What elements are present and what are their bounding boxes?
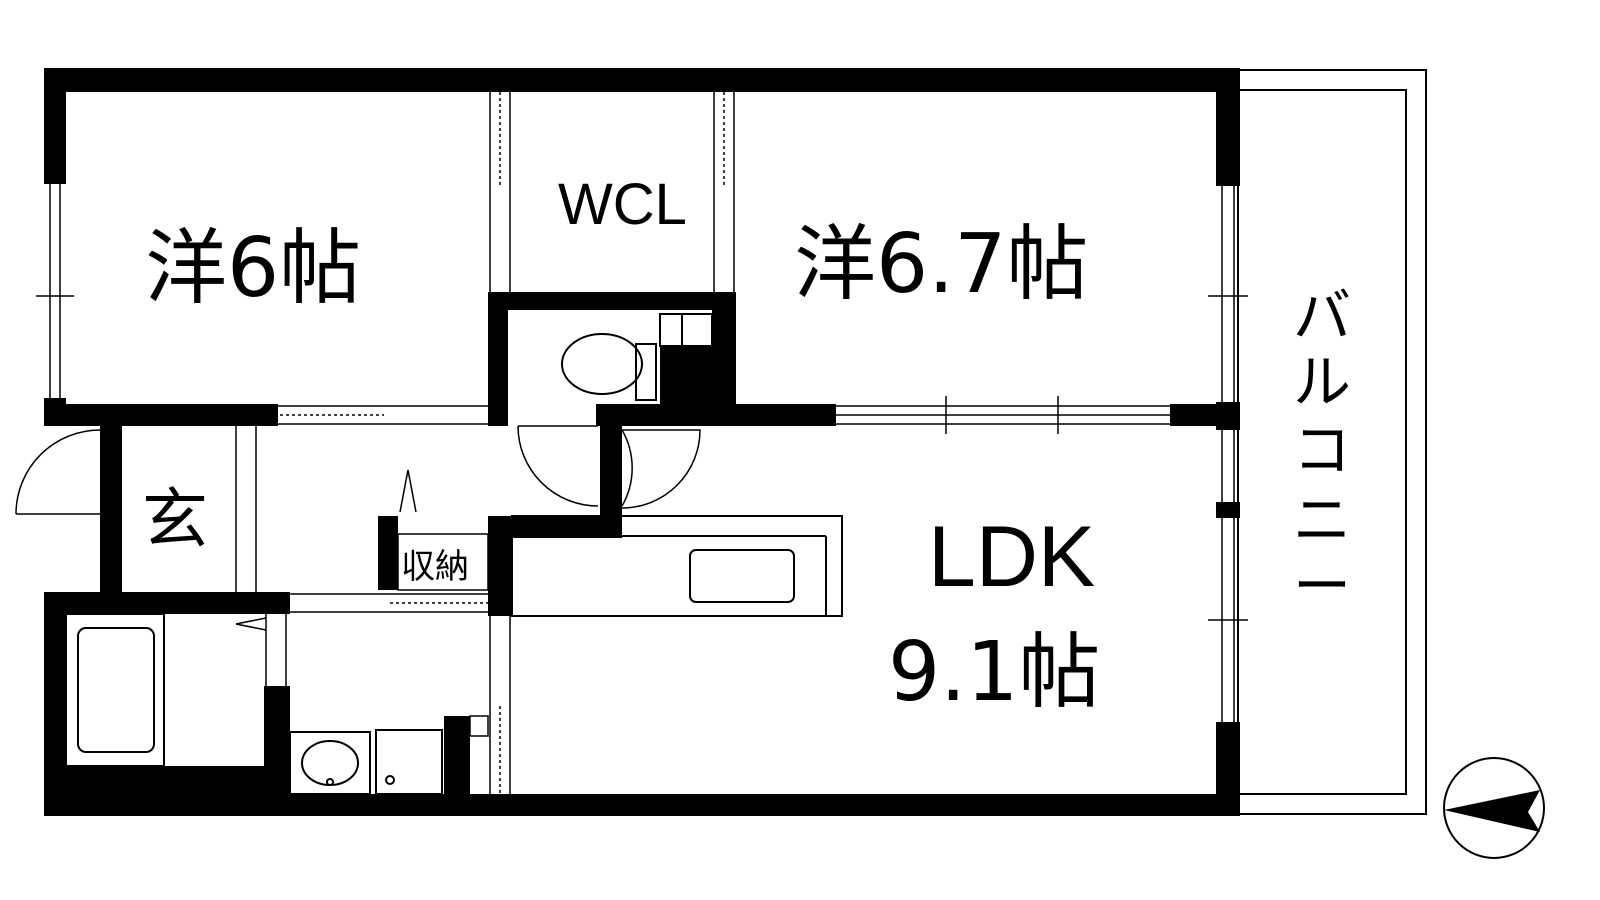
washing-machine-icon xyxy=(375,729,443,795)
toilet-icon xyxy=(561,313,713,401)
balcony-char-3: コ xyxy=(1293,416,1351,484)
room-label-entrance: 玄 xyxy=(142,481,208,558)
balcony-char-4: ニ xyxy=(1293,486,1351,554)
interior-walls xyxy=(44,292,1240,816)
balcony-char-1: バ xyxy=(1293,282,1351,350)
room-label-wcl: WCL xyxy=(558,172,687,237)
room-label-balcony: バ ル コ ニ ー xyxy=(1293,282,1351,620)
balcony-char-5: ー xyxy=(1293,552,1351,620)
room-label-storage: 収納 xyxy=(401,547,469,587)
thin-partitions xyxy=(235,92,1170,794)
room-label-ldk-size: 9.1帖 xyxy=(888,625,1100,720)
room-label-western-1: 洋6帖 xyxy=(145,221,361,316)
windows xyxy=(36,184,1248,722)
kitchen-counter xyxy=(511,515,843,617)
room-label-western-2: 洋6.7帖 xyxy=(794,217,1088,312)
washbasin-icon xyxy=(289,731,371,795)
outer-walls xyxy=(44,68,1240,816)
door-swings xyxy=(15,425,701,515)
north-arrow-icon xyxy=(1443,757,1545,859)
kitchen-sink-icon xyxy=(689,549,795,603)
balcony xyxy=(1237,69,1427,815)
balcony-char-2: ル xyxy=(1293,348,1351,416)
room-label-ldk: LDK xyxy=(928,509,1095,605)
bathtub-icon xyxy=(65,613,165,767)
